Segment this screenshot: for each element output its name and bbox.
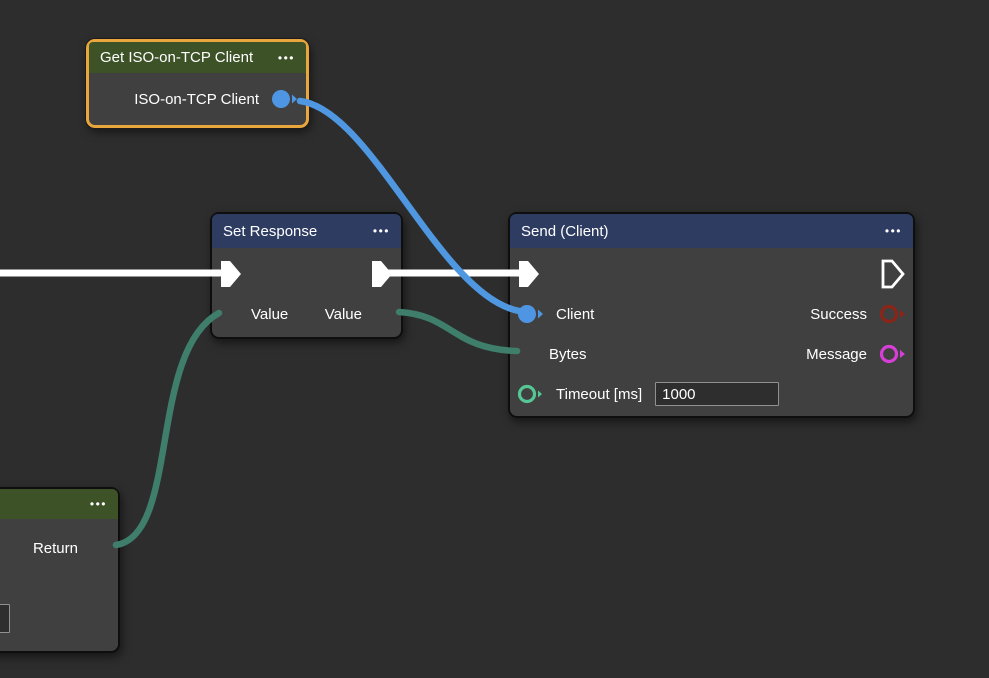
node-title: Send (Client) (521, 222, 609, 240)
exec-row (212, 254, 401, 294)
node-menu-dots-icon[interactable]: ••• (277, 50, 295, 65)
node-get-iso-on-tcp-client[interactable]: Get ISO-on-TCP Client ••• ISO-on-TCP Cli… (86, 39, 309, 128)
input-port-label: Timeout [ms] (556, 385, 643, 403)
output-port-label: Value (324, 305, 362, 323)
input-port-label: Client (556, 305, 595, 323)
exec-row (510, 254, 913, 294)
node-menu-dots-icon[interactable]: ••• (884, 224, 902, 238)
node-menu-dots-icon[interactable]: ••• (372, 224, 390, 238)
node-menu-dots-icon[interactable]: ••• (89, 497, 107, 511)
node-header[interactable]: ••• (0, 489, 118, 519)
array-input-port-icon[interactable] (220, 305, 238, 323)
wire-return-to-value[interactable] (112, 309, 223, 549)
exec-output-pin-icon[interactable] (371, 260, 393, 288)
output-port-label: ISO-on-TCP Client (134, 90, 259, 108)
node-title: Set Response (223, 222, 318, 240)
node-return-partial[interactable]: ••• Return (0, 487, 120, 653)
node-header[interactable]: Send (Client) ••• (510, 214, 913, 248)
partial-value-input[interactable] (0, 604, 10, 633)
timeout-value-input[interactable] (655, 382, 780, 406)
node-title: Get ISO-on-TCP Client (100, 49, 254, 66)
object-input-port-icon[interactable] (518, 304, 543, 324)
timeout-row: Timeout [ms] (510, 374, 913, 414)
array-output-port-icon[interactable] (91, 539, 109, 557)
exec-input-pin-icon[interactable] (220, 260, 242, 288)
output-port-label: Message (806, 345, 867, 363)
exec-input-pin-icon[interactable] (518, 260, 540, 288)
client-success-row: Client Success (510, 294, 913, 334)
node-header[interactable]: Set Response ••• (212, 214, 401, 248)
node-send-client[interactable]: Send (Client) ••• (508, 212, 915, 418)
input-port-label: Value (251, 305, 289, 323)
exec-output-pin-icon[interactable] (881, 259, 905, 289)
output-port-label: Return (32, 539, 78, 557)
input-port-label: Bytes (549, 345, 587, 363)
port-row: ISO-on-TCP Client (89, 73, 306, 125)
return-row: Return (0, 527, 118, 569)
bytes-message-row: Bytes Message (510, 334, 913, 374)
array-input-port-icon[interactable] (518, 345, 536, 363)
message-output-port-icon[interactable] (880, 344, 905, 364)
object-output-port-icon[interactable] (272, 89, 297, 109)
value-row: Value Value (212, 294, 401, 334)
value-input-port-icon[interactable] (518, 384, 543, 404)
output-port-label: Success (810, 305, 867, 323)
array-output-port-icon[interactable] (375, 305, 393, 323)
wire-client-to-client[interactable] (296, 97, 523, 315)
node-header[interactable]: Get ISO-on-TCP Client ••• (89, 42, 306, 73)
success-output-port-icon[interactable] (880, 304, 905, 324)
node-set-response[interactable]: Set Response ••• Value Value (210, 212, 403, 339)
wire-value-to-bytes[interactable] (395, 308, 521, 355)
